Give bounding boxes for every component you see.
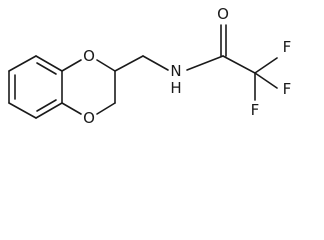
- atom-o-carbonyl: O: [217, 5, 229, 23]
- bond-benzene-inner-2: [36, 99, 57, 112]
- bond-benzene-inner-1: [36, 62, 57, 75]
- bond-c-f-top: [254, 57, 278, 74]
- atom-f-top: F: [283, 38, 292, 56]
- bond-benzene-3: [35, 102, 63, 119]
- bond-ring-o-c-bottom: [61, 102, 82, 115]
- bond-benzene-1: [35, 55, 63, 72]
- atom-n-amide: N: [170, 62, 181, 80]
- bond-carbonyl-cf3: [222, 55, 256, 74]
- bond-n-carbonyl: [186, 55, 224, 71]
- atom-labels: O O N H O F F F: [83, 5, 291, 127]
- bond-ch-ch2: [114, 55, 144, 72]
- bonds: [8, 24, 278, 119]
- bond-ring-ch2-o-bottom: [96, 102, 116, 115]
- chemical-structure: O O N H O F F F: [8, 5, 291, 127]
- atom-o-ring-bottom: O: [83, 109, 95, 127]
- bond-benzene-4: [8, 102, 37, 119]
- atom-f-right: F: [283, 80, 292, 98]
- atom-f-bottom: F: [251, 101, 260, 119]
- atom-o-ring-top: O: [83, 47, 95, 65]
- bond-ring-o-ch-top: [96, 59, 116, 72]
- bond-c-f-right: [254, 72, 278, 89]
- bond-ch2-n: [142, 55, 169, 71]
- atom-h-amide: H: [170, 79, 181, 97]
- bond-benzene-6: [8, 55, 37, 72]
- bond-ring-c-o-top: [61, 59, 82, 72]
